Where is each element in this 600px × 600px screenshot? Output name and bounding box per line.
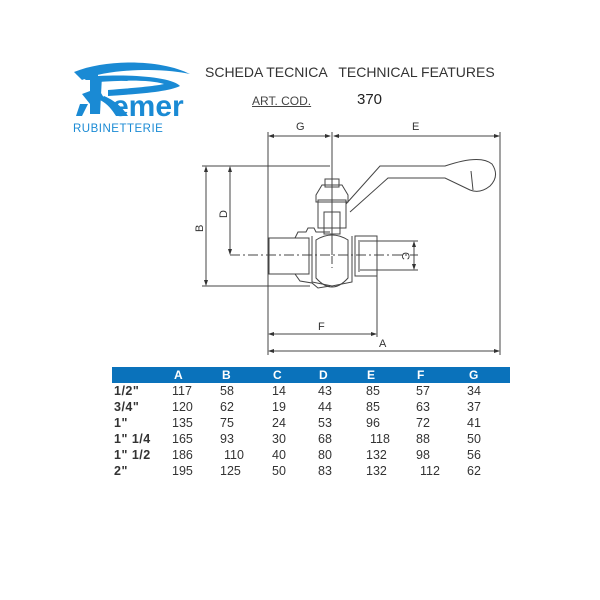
cell-c: 30: [272, 432, 286, 446]
col-header-b: B: [222, 368, 231, 382]
cell-f: 112: [420, 464, 440, 478]
table-row: 3/4" 120 62 19 44 85 63 37: [112, 399, 510, 415]
cell-c: 50: [272, 464, 286, 478]
row-size: 1": [114, 416, 128, 430]
dim-label-c: C: [399, 252, 411, 260]
dim-label-a: A: [379, 338, 387, 350]
cell-g: 34: [467, 384, 481, 398]
cell-a: 186: [172, 448, 193, 462]
cell-c: 19: [272, 400, 286, 414]
cell-b: 125: [220, 464, 241, 478]
dim-label-g: G: [296, 121, 305, 133]
cell-b: 93: [220, 432, 234, 446]
cell-d: 80: [318, 448, 332, 462]
cell-g: 37: [467, 400, 481, 414]
cell-d: 53: [318, 416, 332, 430]
cell-e: 118: [370, 432, 390, 446]
cell-a: 117: [172, 384, 192, 398]
cell-e: 132: [366, 448, 387, 462]
col-header-g: G: [469, 368, 479, 382]
col-header-a: A: [174, 368, 183, 382]
svg-text:emer: emer: [112, 90, 184, 123]
table-row: 1" 1/2 186 110 40 80 132 98 56: [112, 447, 510, 463]
cell-c: 24: [272, 416, 286, 430]
col-header-e: E: [367, 368, 376, 382]
cell-e: 96: [366, 416, 380, 430]
row-size: 1" 1/4: [114, 432, 151, 446]
cell-b: 110: [224, 448, 244, 462]
dimensions-table: A B C D E F G 1/2" 117 58 14 43 85 57 34…: [112, 367, 510, 479]
cell-f: 72: [416, 416, 430, 430]
cell-e: 85: [366, 400, 380, 414]
cell-c: 14: [272, 384, 286, 398]
cell-a: 135: [172, 416, 193, 430]
cell-f: 63: [416, 400, 430, 414]
cell-b: 75: [220, 416, 234, 430]
col-header-f: F: [417, 368, 425, 382]
cell-g: 56: [467, 448, 481, 462]
table-header: A B C D E F G: [112, 367, 510, 383]
table-row: 1/2" 117 58 14 43 85 57 34: [112, 383, 510, 399]
row-size: 1/2": [114, 384, 140, 398]
cell-d: 83: [318, 464, 332, 478]
row-size: 2": [114, 464, 128, 478]
cell-b: 62: [220, 400, 234, 414]
title-english: TECHNICAL FEATURES: [338, 64, 495, 80]
cell-g: 50: [467, 432, 481, 446]
article-code-value: 370: [357, 91, 383, 108]
article-code-label: ART. COD.: [252, 94, 312, 108]
cell-d: 43: [318, 384, 332, 398]
cell-f: 88: [416, 432, 430, 446]
dim-label-b: B: [194, 225, 206, 232]
cell-a: 195: [172, 464, 193, 478]
remer-logo-mark-icon: emer: [74, 62, 190, 123]
cell-f: 98: [416, 448, 430, 462]
cell-d: 44: [318, 400, 332, 414]
table-row: 1" 135 75 24 53 96 72 41: [112, 415, 510, 431]
col-header-c: C: [273, 368, 282, 382]
dim-label-d: D: [218, 210, 230, 218]
cell-g: 41: [467, 416, 481, 430]
title-italian: SCHEDA TECNICA: [205, 64, 327, 80]
dim-label-f: F: [318, 321, 325, 333]
page-title: SCHEDA TECNICA TECHNICAL FEATURES: [205, 64, 495, 80]
cell-a: 120: [172, 400, 193, 414]
cell-f: 57: [416, 384, 430, 398]
table-row: 2" 195 125 50 83 132 112 62: [112, 463, 510, 479]
row-size: 1" 1/2: [114, 448, 151, 462]
cell-d: 68: [318, 432, 332, 446]
dim-label-e: E: [412, 121, 419, 133]
cell-a: 165: [172, 432, 193, 446]
brand-subtitle: RUBINETTERIE: [73, 123, 164, 135]
cell-b: 58: [220, 384, 234, 398]
row-size: 3/4": [114, 400, 140, 414]
col-header-d: D: [319, 368, 328, 382]
cell-g: 62: [467, 464, 481, 478]
cell-e: 132: [366, 464, 387, 478]
cell-e: 85: [366, 384, 380, 398]
table-row: 1" 1/4 165 93 30 68 118 88 50: [112, 431, 510, 447]
cell-c: 40: [272, 448, 286, 462]
remer-logo: emer: [68, 58, 198, 138]
